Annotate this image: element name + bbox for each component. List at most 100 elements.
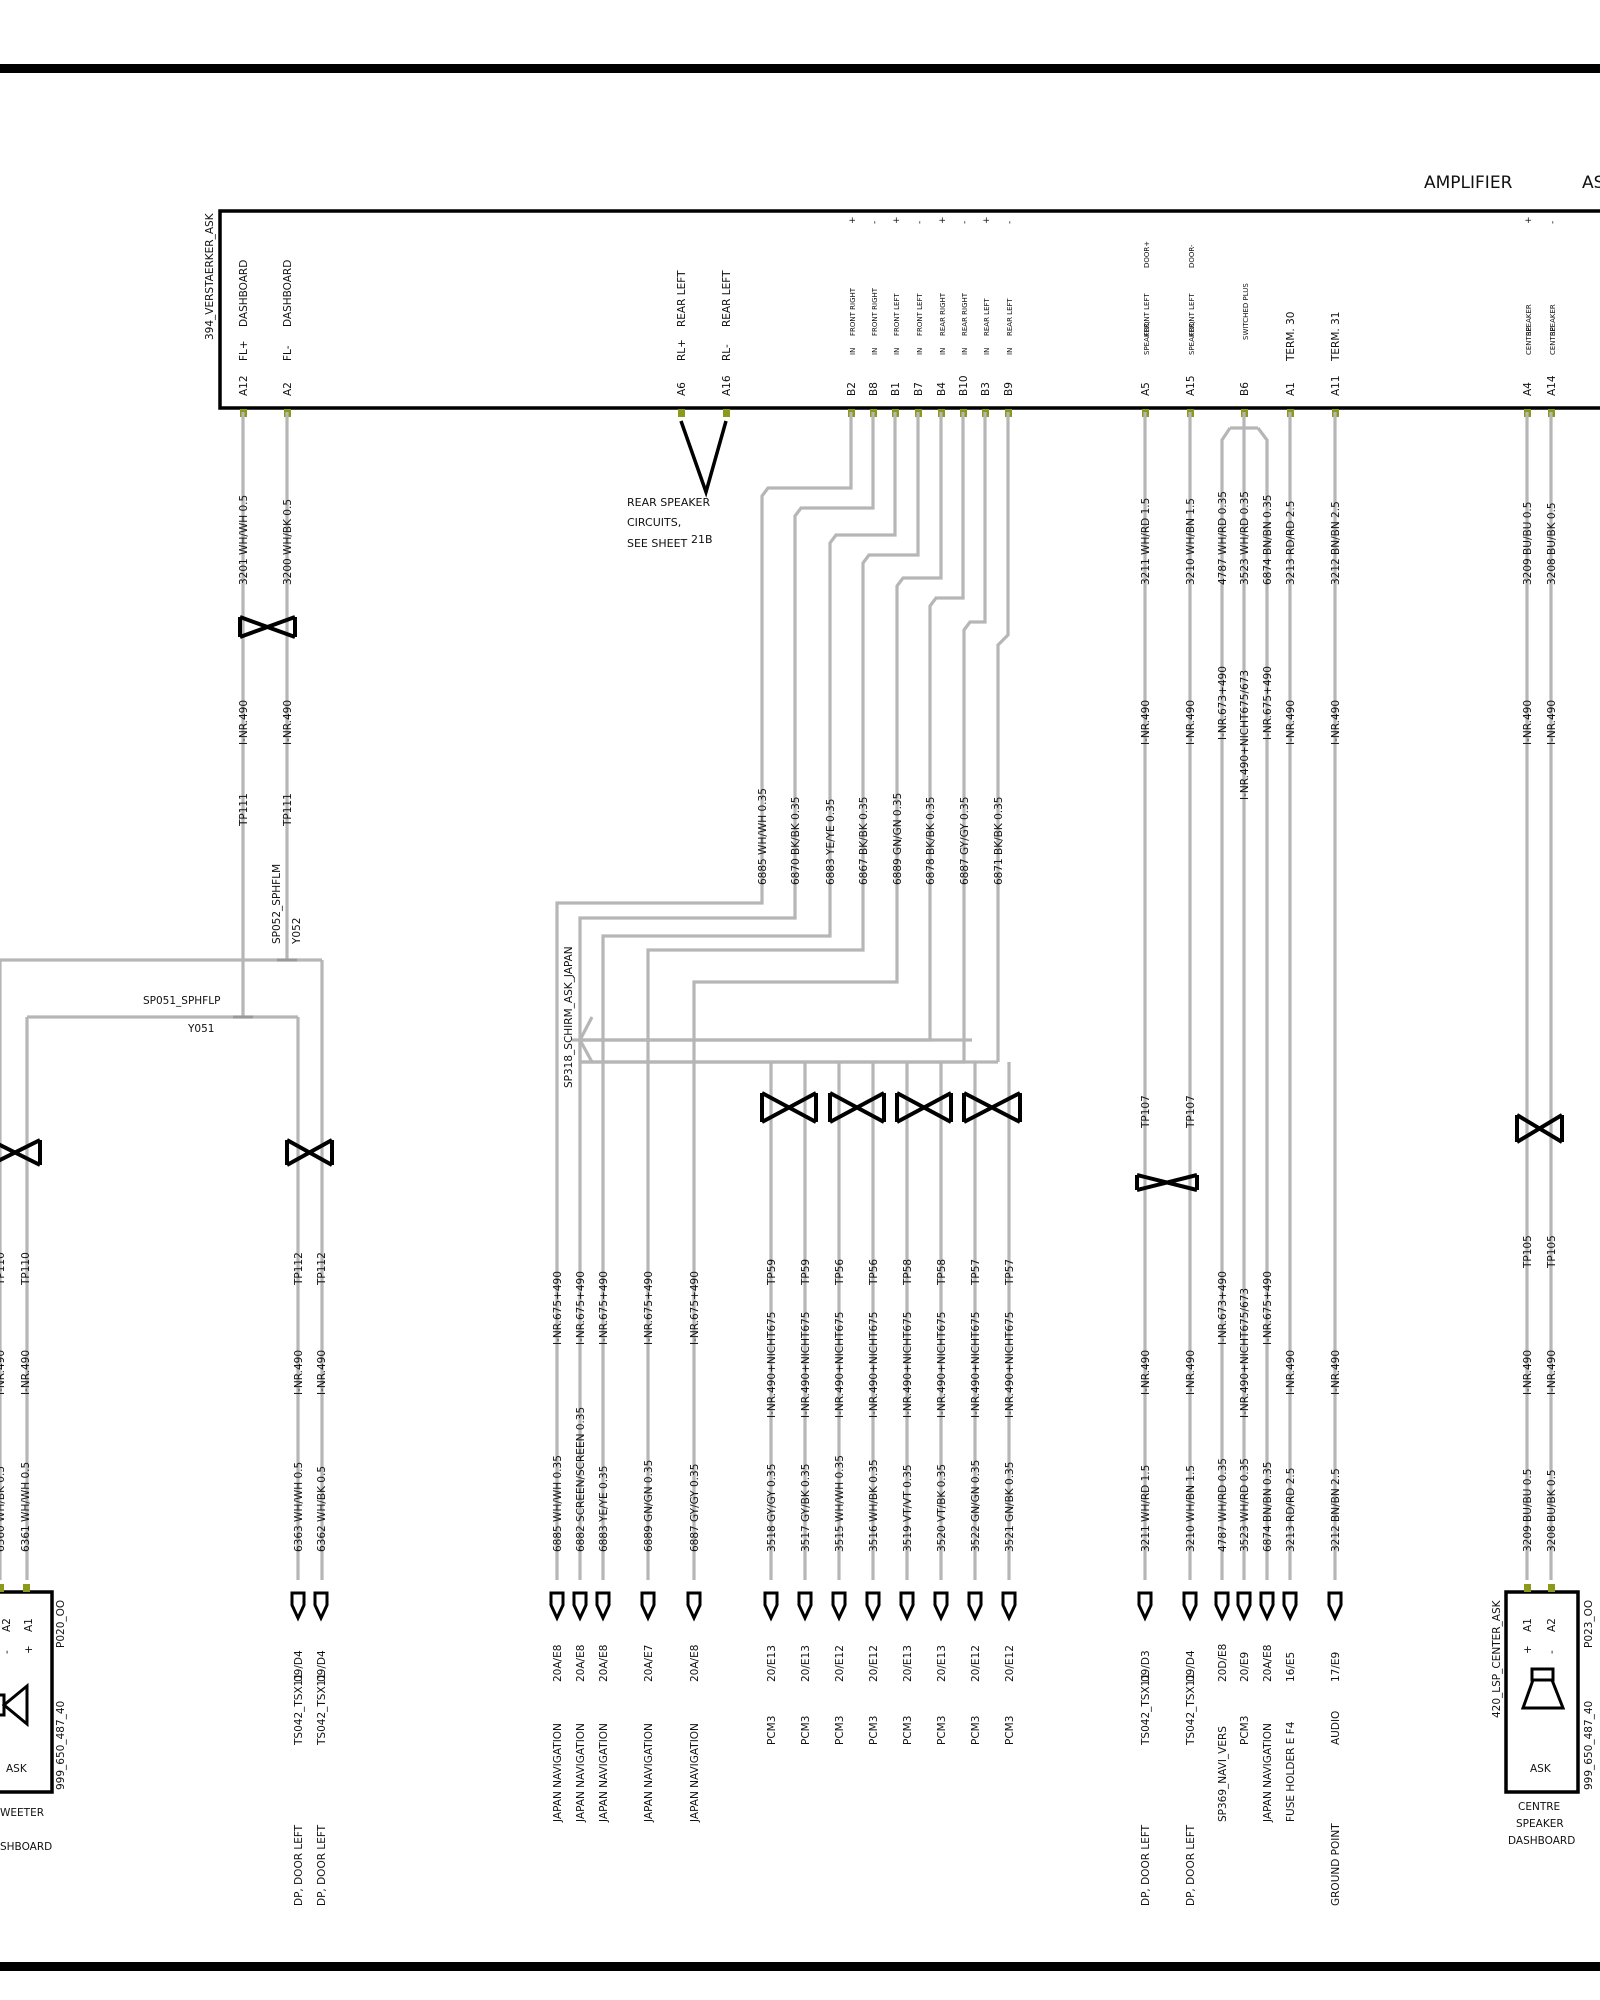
upper-wire-label: 3211 WH/RD 1.5: [1140, 498, 1152, 585]
bottom-wire-label: 3520 VT/BK 0.35: [936, 1464, 948, 1552]
amp-pin-description-2: DOOR+: [1143, 241, 1151, 268]
centre-speaker-part: 999_650_487_40: [1583, 1701, 1595, 1790]
connector-symbol: [763, 1591, 779, 1622]
bottom-connector-id: 09/D3: [1140, 1650, 1152, 1682]
amp-pin-description-2: DOOR-: [1188, 244, 1196, 268]
upper-harness-label: I-NR.490: [1140, 700, 1152, 745]
bottom-destination: PCM3: [1239, 1716, 1251, 1745]
bottom-destination: PCM3: [1004, 1716, 1016, 1745]
bottom-harness-label: I-NR.675+490: [575, 1271, 587, 1345]
amp-pin-number: B2: [846, 382, 858, 396]
bottom-wire-label: 3213 RD/RD 2.5: [1285, 1468, 1297, 1552]
rear-speaker-note-line2: CIRCUITS,: [627, 516, 681, 529]
bottom-connector-id: 20/E13: [800, 1645, 812, 1682]
connector-symbol: [290, 1591, 306, 1622]
bottom-test-point: TP57: [970, 1259, 982, 1286]
centre-speaker-caption-1: CENTRE: [1518, 1801, 1560, 1813]
amp-pin-signal: RL-: [721, 344, 733, 361]
upper-test-point: TP105: [1546, 1235, 1558, 1269]
bottom-test-point: TP56: [868, 1259, 880, 1286]
bottom-test-point: TP112: [316, 1252, 328, 1286]
bottom-harness-label: I-NR.490: [1330, 1350, 1342, 1395]
amp-pin-signal: FL+: [238, 340, 250, 361]
b-wire-label: 6883 YE/YE 0.35: [825, 799, 837, 885]
bottom-wire-label: 6882 SCREEN/SCREEN 0.35: [575, 1407, 587, 1552]
amp-pin-number: A5: [1140, 382, 1152, 396]
bottom-connector-id: 20A/E8: [552, 1645, 564, 1682]
bottom-harness-label: I-NR.490+NICHT675: [1004, 1312, 1016, 1418]
upper-harness-label: I-NR.490: [1185, 700, 1197, 745]
amp-pin-description: SPEAKER: [1549, 304, 1557, 336]
bottom-destination: PCM3: [766, 1716, 778, 1745]
bottom-test-point: TP59: [800, 1259, 812, 1286]
bottom-destination: SP369_NAVI_VERS: [1217, 1726, 1229, 1822]
connector-symbol: [549, 1591, 565, 1622]
bottom-harness-label: I-NR.490: [1140, 1350, 1152, 1395]
connector-symbol: [595, 1591, 611, 1622]
bottom-connector-id: 20/E13: [936, 1645, 948, 1682]
bottom-connector-id: 20/E12: [1004, 1645, 1016, 1682]
bottom-description: DP, DOOR LEFT: [293, 1824, 305, 1906]
left-speaker-pin-1: A2: [1, 1618, 13, 1632]
amp-pin-polarity: -: [1548, 221, 1558, 224]
centre-speaker-name: 420_LSP_CENTER_ASK: [1491, 1599, 1503, 1718]
centre-speaker-pin-2: A2: [1546, 1618, 1558, 1632]
bottom-test-point: TP112: [293, 1252, 305, 1286]
bottom-connector-id: 20A/E8: [575, 1645, 587, 1682]
amp-pin-description: SWITCHED PLUS: [1242, 283, 1250, 340]
bottom-destination: PCM3: [970, 1716, 982, 1745]
amp-pin-description: FRONT RIGHT: [871, 287, 879, 336]
upper-test-point: TP105: [1522, 1235, 1534, 1269]
bottom-wire-label: 6874 BN/BN 0.35: [1262, 1462, 1274, 1552]
b-wire-label: 6871 BK/BK 0.35: [993, 797, 1005, 886]
bottom-harness-label: I-NR.490+NICHT675: [834, 1312, 846, 1418]
bottom-harness-label: I-NR.490+NICHT675: [766, 1312, 778, 1418]
bottom-harness-label: I-NR.490: [1546, 1350, 1558, 1395]
rear-speaker-note-sheet: 21B: [691, 533, 713, 546]
bottom-wire-label: 3210 WH/BN 1.5: [1185, 1465, 1197, 1552]
left-speaker-id: P020_OO: [55, 1600, 67, 1648]
bottom-destination: JAPAN NAVIGATION: [598, 1723, 610, 1823]
connector-symbol: [1282, 1591, 1298, 1622]
bottom-test-point: TP58: [936, 1259, 948, 1286]
bottom-harness-label: I-NR.490: [316, 1350, 328, 1395]
amp-pin-number: B10: [958, 375, 970, 396]
left-speaker-caption-2: SHBOARD: [0, 1841, 52, 1853]
bottom-destination: TS042_TSX11: [316, 1673, 328, 1746]
upper-harness-label: I-NR.490+NICHT675/673: [1239, 670, 1251, 800]
connector-symbol: [797, 1591, 813, 1622]
left-speaker: P020_OO 999_650_487_40 ASK A2 A1 - + WEE…: [0, 1584, 67, 1853]
bottom-harness-label: I-NR.490: [20, 1350, 32, 1395]
amp-pin-description: REAR LEFT: [721, 270, 733, 327]
upper-wire-label: 3209 BU/BU 0.5: [1522, 502, 1534, 585]
amp-pin-description: FRONT LEFT: [916, 293, 924, 336]
bottom-destination: TS042_TSX11: [1140, 1673, 1152, 1746]
amp-pin-number: A12: [238, 375, 250, 396]
bottom-wire-label: 6887 GY/GY 0.35: [689, 1464, 701, 1552]
upper-harness-label: I-NR.490: [1546, 700, 1558, 745]
bottom-connector-id: 20/E12: [834, 1645, 846, 1682]
upper-wire-label: 3208 BU/BK 0.5: [1546, 502, 1558, 585]
bottom-test-point: TP58: [902, 1259, 914, 1286]
bottom-connector-id: 20/E13: [902, 1645, 914, 1682]
amp-pin-terminal: [723, 409, 730, 417]
amp-pin-signal: CENTRE: [1549, 327, 1557, 355]
left-speaker-sign-1: -: [1, 1650, 13, 1654]
bottom-harness-label: I-NR.490+NICHT675: [902, 1312, 914, 1418]
upper-harness-label: I-NR.490: [238, 700, 250, 745]
upper-wire-label: 3201 WH/WH 0.5: [238, 495, 250, 585]
bottom-harness-label: I-NR.675+490: [552, 1271, 564, 1345]
bottom-wire-label: 6363 WH/WH 0.5: [293, 1462, 305, 1552]
amp-pin-signal: SPEAKER,: [1188, 321, 1196, 355]
bottom-wire-label: 3515 WH/WH 0.35: [834, 1455, 846, 1552]
bottom-wire-label: 3211 WH/RD 1.5: [1140, 1465, 1152, 1552]
bottom-harness-label: I-NR.490: [293, 1350, 305, 1395]
amp-pin-number: A1: [1285, 382, 1297, 396]
bottom-harness-label: I-NR.490: [1522, 1350, 1534, 1395]
amp-pin-signal: IN: [983, 348, 991, 355]
amp-pin-signal: CENTRE: [1525, 327, 1533, 355]
amp-pin-number: B3: [980, 382, 992, 396]
centre-speaker-caption-3: DASHBOARD: [1508, 1835, 1575, 1847]
bottom-destination: PCM3: [834, 1716, 846, 1745]
